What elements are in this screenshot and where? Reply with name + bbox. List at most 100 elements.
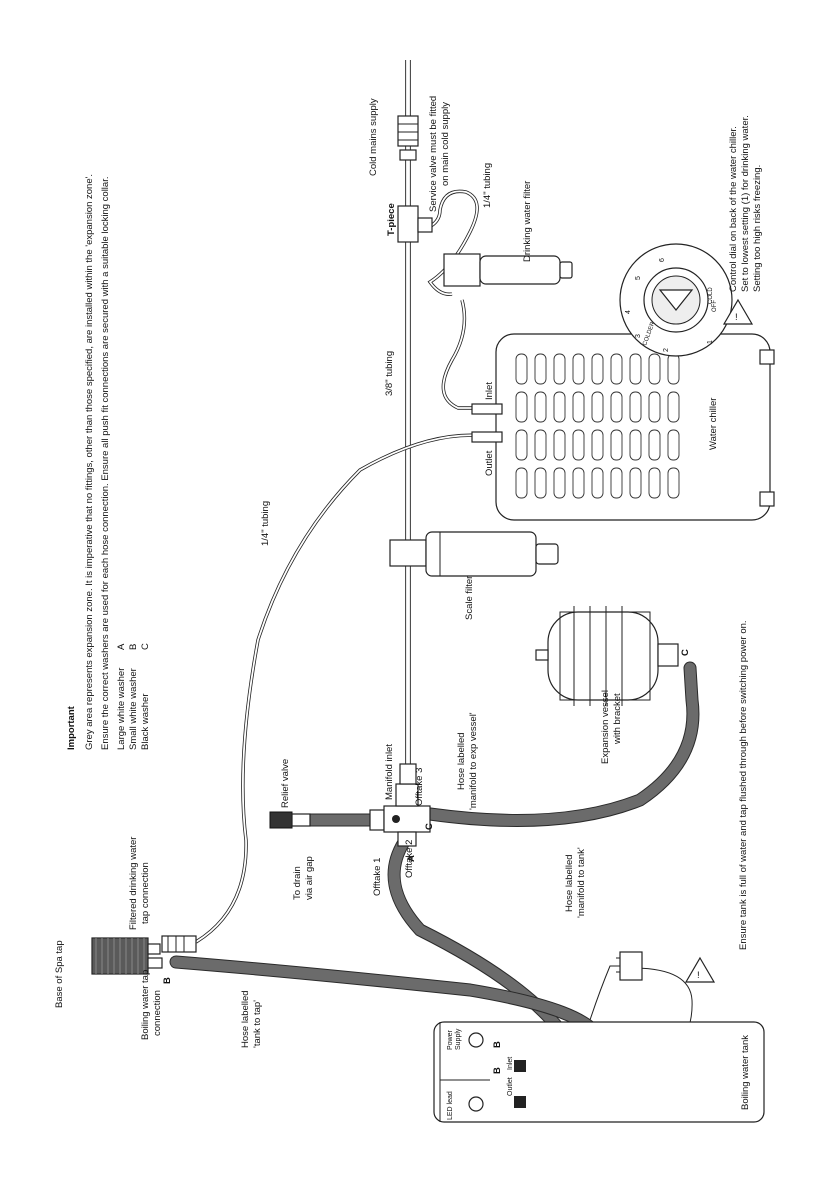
manifold-inlet-label: Manifold inlet bbox=[384, 744, 395, 800]
hose-manifold-to-exp-vessel bbox=[424, 662, 699, 826]
washer-a-marker: A bbox=[406, 855, 417, 862]
hose-tank-tap-label: Hose labelled bbox=[240, 990, 251, 1048]
t-piece-label: T-piece bbox=[386, 203, 397, 236]
bottom-warning-text: Ensure tank is full of water and tap flu… bbox=[738, 620, 749, 950]
chiller-vent-slot bbox=[591, 467, 604, 499]
service-valve-label: Service valve must be fitted bbox=[428, 96, 439, 212]
chiller-vent-slot bbox=[648, 353, 661, 385]
chiller-inlet-label: Inlet bbox=[484, 382, 495, 400]
washer-name: Large white washer bbox=[116, 668, 127, 750]
chiller-vent-slot bbox=[629, 429, 642, 461]
chiller-vent-slot bbox=[629, 391, 642, 423]
tank-outlet-label: Outlet bbox=[507, 1077, 514, 1096]
notes-heading: Important bbox=[66, 705, 77, 750]
chiller-vent-slot bbox=[553, 391, 566, 423]
dial-number: 5 bbox=[635, 276, 642, 280]
dial-number: 2 bbox=[663, 348, 670, 352]
led-lead-label: LED lead bbox=[447, 1091, 454, 1120]
drinking-filter-label: Drinking water filter bbox=[522, 181, 533, 262]
expansion-vessel-label: with bracket bbox=[612, 693, 623, 745]
offtake3-label: Offtake 3 bbox=[414, 768, 425, 806]
to-drain-label: To drain bbox=[292, 866, 303, 900]
boiling-water-tank bbox=[433, 1021, 765, 1123]
chiller-vent-slot bbox=[667, 467, 680, 499]
cold-mains-label: Cold mains supply bbox=[368, 98, 379, 176]
washer-c-marker: C bbox=[424, 823, 435, 830]
hose-manifold-exp-label: Hose labelled bbox=[456, 732, 467, 790]
warning-icon: ! bbox=[684, 956, 716, 983]
chiller-vent-slot bbox=[610, 467, 623, 499]
hose-manifold-tank-label: Hose labelled bbox=[564, 854, 575, 912]
chiller-vent-slot bbox=[591, 353, 604, 385]
tubing-chiller-to-tap bbox=[195, 433, 487, 944]
washer-b-marker: B bbox=[492, 1041, 503, 1048]
washer-code: A bbox=[116, 643, 127, 650]
chiller-vent-slot bbox=[648, 391, 661, 423]
power-plug bbox=[616, 951, 643, 981]
manifold bbox=[383, 763, 431, 847]
relief-valve bbox=[269, 809, 385, 831]
chiller-vent-slot bbox=[667, 429, 680, 461]
chiller-vent-slot bbox=[515, 391, 528, 423]
control-note: Setting too high risks freezing. bbox=[752, 165, 763, 292]
chiller-vent-slot bbox=[515, 429, 528, 461]
control-note: Set to lowest setting (1) for drinking w… bbox=[740, 115, 751, 292]
service-valve-label: on main cold supply bbox=[440, 102, 451, 186]
chiller-vent-slot bbox=[534, 467, 547, 499]
t-piece bbox=[397, 205, 433, 243]
water-chiller bbox=[471, 243, 775, 521]
dial-off-label: OFF bbox=[712, 300, 718, 312]
dial-number: 1 bbox=[707, 340, 714, 344]
dial-number: 4 bbox=[625, 310, 632, 314]
base-of-spa-tap-label: Base of Spa tap bbox=[54, 940, 65, 1008]
filtered-tap-label: Filtered drinking water bbox=[128, 837, 139, 930]
hose-manifold-exp-label: 'manifold to exp vessel' bbox=[468, 712, 479, 810]
washer-b-marker: B bbox=[492, 1067, 503, 1074]
svg-text:!: ! bbox=[735, 312, 738, 323]
chiller-vent-slot bbox=[553, 429, 566, 461]
chiller-vent-slot bbox=[667, 353, 680, 385]
expansion-vessel bbox=[535, 606, 679, 706]
filtered-tap-label: tap connection bbox=[140, 862, 151, 924]
chiller-vent-slot bbox=[629, 467, 642, 499]
chiller-vent-slot bbox=[610, 429, 623, 461]
chiller-vent-slot bbox=[591, 429, 604, 461]
chiller-vent-slot bbox=[648, 467, 661, 499]
washer-code: C bbox=[140, 643, 151, 650]
tubing-14-short-label: 1/4" tubing bbox=[482, 163, 493, 208]
offtake1-label: Offtake 1 bbox=[372, 858, 383, 896]
chiller-vent-slot bbox=[534, 429, 547, 461]
tank-inlet-label: Inlet bbox=[507, 1057, 514, 1070]
chiller-vent-slot bbox=[591, 391, 604, 423]
expansion-vessel-label: Expansion vessel bbox=[600, 690, 611, 764]
dial-cold-label: COLD bbox=[708, 287, 714, 304]
spa-tap-base bbox=[91, 935, 197, 975]
chiller-vent-slot bbox=[515, 467, 528, 499]
svg-text:!: ! bbox=[697, 970, 700, 981]
chiller-vent-slot bbox=[629, 353, 642, 385]
chiller-vent-slot bbox=[534, 353, 547, 385]
to-drain-label: via air gap bbox=[304, 856, 315, 900]
chiller-vent-slot bbox=[572, 353, 585, 385]
relief-valve-label: Relief valve bbox=[280, 759, 291, 808]
chiller-vent-slot bbox=[667, 391, 680, 423]
chiller-vent-slot bbox=[534, 391, 547, 423]
chiller-vent-slot bbox=[610, 353, 623, 385]
chiller-outlet-label: Outlet bbox=[484, 450, 495, 476]
notes-line2: Ensure the correct washers are used for … bbox=[100, 177, 111, 750]
chiller-vent-slot bbox=[572, 429, 585, 461]
power-supply-label: Supply bbox=[455, 1028, 462, 1050]
washer-code: B bbox=[128, 644, 139, 650]
tubing-14-label: 1/4" tubing bbox=[260, 501, 271, 546]
boiling-tank-label: Boiling water tank bbox=[740, 1035, 751, 1110]
scale-filter bbox=[389, 531, 559, 577]
dial-number: 6 bbox=[659, 258, 666, 262]
chiller-vent-slot bbox=[610, 391, 623, 423]
control-note: Control dial on back of the water chille… bbox=[728, 126, 739, 292]
boiling-tap-label: connection bbox=[152, 990, 163, 1036]
offtake2-label: Offtake 2 bbox=[404, 840, 415, 878]
notes-line1: Grey area represents expansion zone. It … bbox=[84, 174, 95, 750]
chiller-vent-slot bbox=[553, 353, 566, 385]
drinking-water-filter bbox=[443, 253, 573, 287]
